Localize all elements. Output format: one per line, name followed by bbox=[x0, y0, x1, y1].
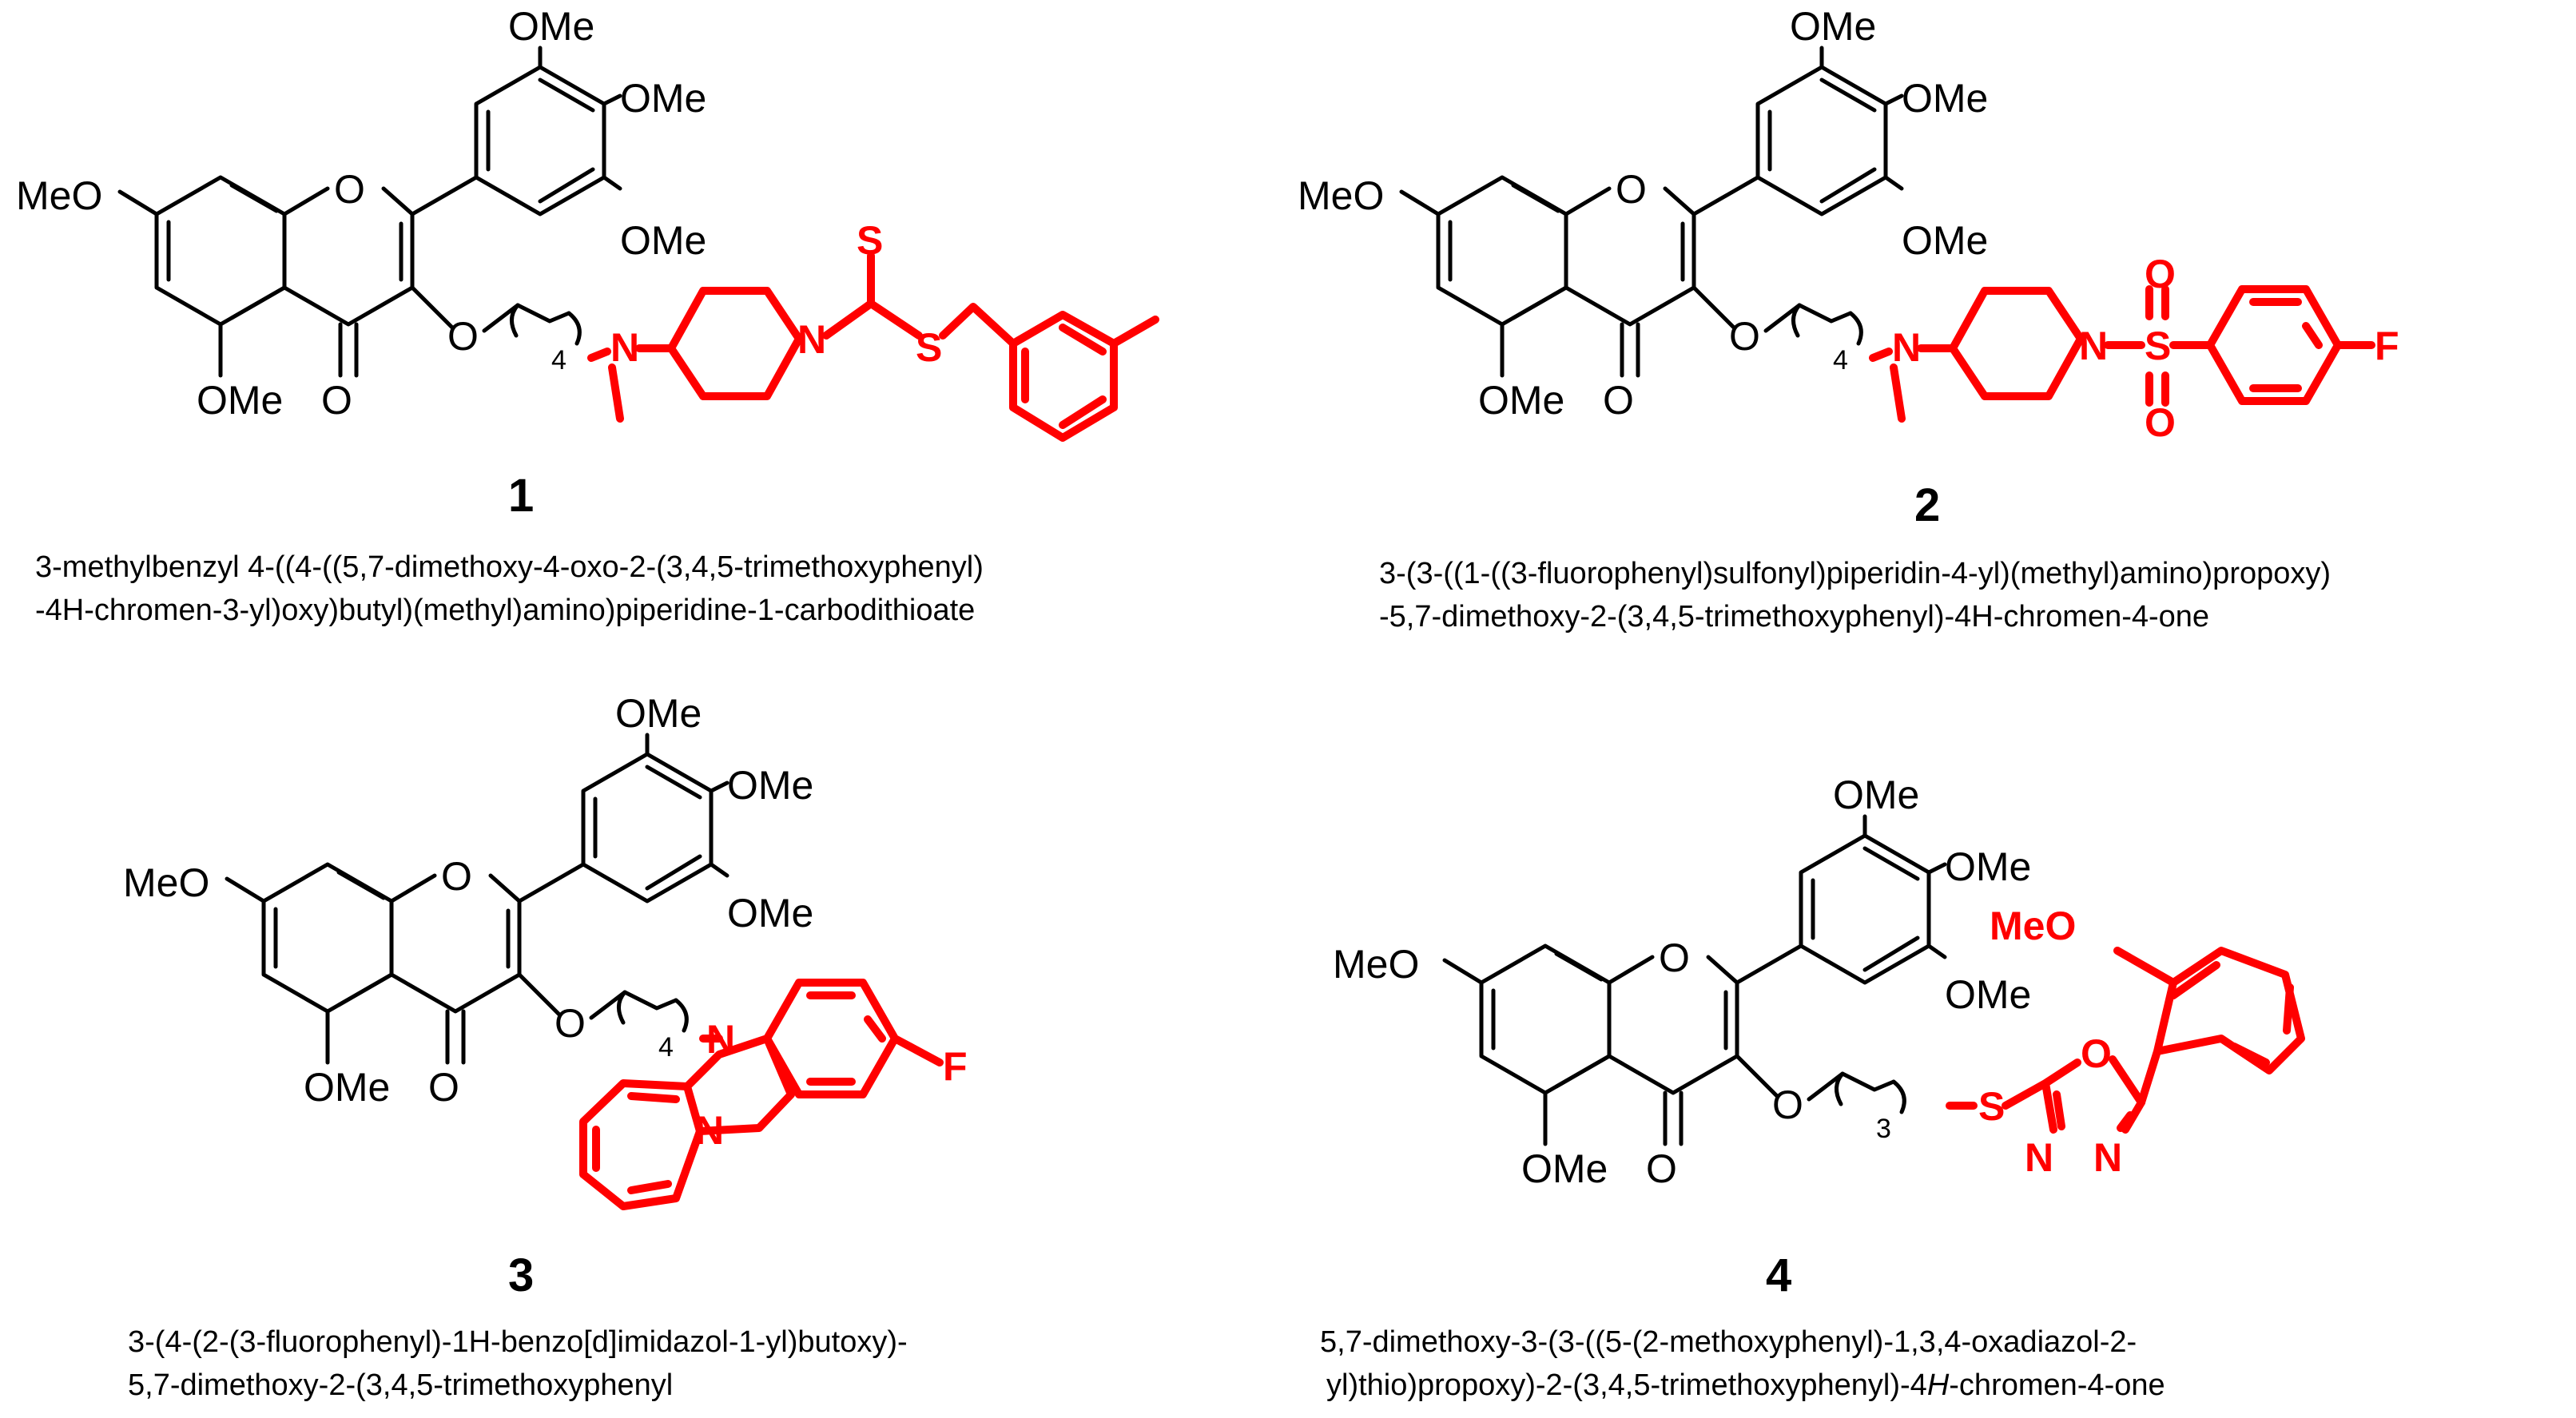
compound-3-name-line1: 3-(4-(2-(3-fluorophenyl)-1H-benzo[d]imid… bbox=[128, 1325, 908, 1359]
carbonyl-oxygen-label: O bbox=[1646, 1146, 1677, 1191]
ome-label: OMe bbox=[620, 218, 706, 263]
chain-count-label: 4 bbox=[658, 1032, 674, 1063]
compound-2-highlight: N N S O O F bbox=[1869, 252, 2399, 445]
ome-label: OMe bbox=[1902, 218, 1988, 263]
chain-count-label: 4 bbox=[1833, 345, 1848, 375]
ome-label: OMe bbox=[620, 76, 706, 121]
ring-oxygen-label: O bbox=[1616, 167, 1647, 212]
ome-label: OMe bbox=[727, 763, 813, 808]
compound-2-structure: O MeO OMe O OMe OMe OMe O 4 N N S O O F bbox=[1298, 4, 2399, 445]
piperidine-nitrogen-label: N bbox=[797, 317, 826, 362]
methoxy-label: MeO bbox=[1990, 904, 2076, 948]
sulfonyl-sulfur-label: S bbox=[2145, 324, 2171, 368]
ome-label: OMe bbox=[1945, 972, 2031, 1017]
meo-label: MeO bbox=[123, 860, 209, 905]
ring-oxygen-label: O bbox=[1659, 935, 1690, 980]
compound-2-name-line2: -5,7-dimethoxy-2-(3,4,5-trimethoxyphenyl… bbox=[1379, 600, 2209, 634]
sulfonyl-oxygen-label: O bbox=[2145, 252, 2176, 296]
oxadiazole-oxygen-label: O bbox=[2081, 1031, 2112, 1076]
ome-label: OMe bbox=[197, 378, 283, 423]
ome-label: OMe bbox=[1945, 844, 2031, 889]
imidazole-nitrogen-label: N bbox=[695, 1108, 724, 1153]
compound-1-labels: O MeO OMe O OMe OMe OMe O 4 bbox=[16, 4, 706, 423]
chain-count-label: 3 bbox=[1876, 1114, 1891, 1144]
compound-3-number: 3 bbox=[508, 1249, 534, 1301]
ether-oxygen-label: O bbox=[555, 1001, 586, 1046]
thioether-sulfur-label: S bbox=[1978, 1084, 2005, 1129]
ether-oxygen-label: O bbox=[1772, 1082, 1803, 1127]
fluorine-label: F bbox=[2375, 324, 2399, 368]
compound-2-number: 2 bbox=[1914, 479, 1940, 531]
compound-4-labels: O MeO OMe O OMe OMe OMe O 3 bbox=[1333, 773, 2031, 1191]
compound-1-structure: O MeO OMe O OMe OMe OMe O 4 N N S S bbox=[16, 4, 1159, 442]
compound-4-highlight: S O N N MeO bbox=[1946, 904, 2305, 1180]
compound-1-core bbox=[117, 46, 622, 378]
ring-oxygen-label: O bbox=[441, 854, 472, 899]
compound-1-name-line2: -4H-chromen-3-yl)oxy)butyl)(methyl)amino… bbox=[35, 594, 975, 627]
compound-1-name-line1: 3-methylbenzyl 4-((4-((5,7-dimethoxy-4-o… bbox=[35, 550, 984, 584]
thione-sulfur-label: S bbox=[857, 218, 883, 263]
ome-label: OMe bbox=[304, 1065, 390, 1110]
ome-label: OMe bbox=[727, 891, 813, 935]
compound-3-core bbox=[225, 733, 729, 1065]
ome-label: OMe bbox=[508, 4, 594, 49]
name-part: -chromen-4-one bbox=[1949, 1368, 2165, 1402]
ome-label: OMe bbox=[1902, 76, 1988, 121]
name-italic-part: H bbox=[1927, 1368, 1950, 1402]
compound-4-number: 4 bbox=[1766, 1249, 1791, 1301]
carbonyl-oxygen-label: O bbox=[321, 378, 352, 423]
ether-oxygen-label: O bbox=[447, 314, 479, 359]
meo-label: MeO bbox=[1333, 942, 1419, 987]
oxadiazole-nitrogen-label: N bbox=[2093, 1135, 2122, 1180]
ring-oxygen-label: O bbox=[334, 167, 365, 212]
sulfonyl-oxygen-label: O bbox=[2145, 400, 2176, 445]
carbonyl-oxygen-label: O bbox=[1603, 378, 1634, 423]
ome-label: OMe bbox=[1521, 1146, 1608, 1191]
oxadiazole-nitrogen-label: N bbox=[2025, 1135, 2053, 1180]
amine-nitrogen-label: N bbox=[610, 325, 639, 370]
compound-3-structure: O MeO OMe O OMe OMe OMe O 4 N N F bbox=[123, 691, 968, 1210]
carbonyl-oxygen-label: O bbox=[428, 1065, 459, 1110]
compound-2-labels: O MeO OMe O OMe OMe OMe O 4 bbox=[1298, 4, 1988, 423]
compound-4-core bbox=[1442, 814, 1947, 1146]
fluorine-label: F bbox=[943, 1044, 968, 1089]
compound-2-name-line1: 3-(3-((1-((3-fluorophenyl)sulfonyl)piper… bbox=[1379, 557, 2331, 590]
compound-3-labels: O MeO OMe O OMe OMe OMe O 4 bbox=[123, 691, 813, 1110]
name-part: yl)thio)propoxy)-2-(3,4,5-trimethoxyphen… bbox=[1326, 1368, 1927, 1402]
meo-label: MeO bbox=[16, 173, 102, 218]
ome-label: OMe bbox=[1478, 378, 1564, 423]
thioester-sulfur-label: S bbox=[916, 325, 942, 370]
compound-4-structure: O MeO OMe O OMe OMe OMe O 3 S O N N MeO bbox=[1333, 773, 2305, 1191]
compound-1-number: 1 bbox=[508, 470, 534, 522]
compound-4-name-line1: 5,7-dimethoxy-3-(3-((5-(2-methoxyphenyl)… bbox=[1320, 1325, 2137, 1359]
ether-oxygen-label: O bbox=[1729, 314, 1760, 359]
chain-count-label: 4 bbox=[551, 345, 566, 375]
piperidine-nitrogen-label: N bbox=[2079, 324, 2108, 368]
compound-2-core bbox=[1399, 46, 1904, 378]
amine-nitrogen-label: N bbox=[1892, 325, 1921, 370]
compound-3-highlight: N N F bbox=[579, 979, 968, 1210]
ome-label: OMe bbox=[1833, 773, 1919, 817]
compound-3-name-line2: 5,7-dimethoxy-2-(3,4,5-trimethoxyphenyl bbox=[128, 1368, 673, 1402]
ome-label: OMe bbox=[1790, 4, 1876, 49]
meo-label: MeO bbox=[1298, 173, 1384, 218]
compound-4-name-line2: yl)thio)propoxy)-2-(3,4,5-trimethoxyphen… bbox=[1326, 1368, 2165, 1402]
ome-label: OMe bbox=[615, 691, 702, 736]
compound-1-highlight: N N S S bbox=[587, 218, 1159, 442]
imidazole-nitrogen-label: N bbox=[706, 1017, 735, 1062]
